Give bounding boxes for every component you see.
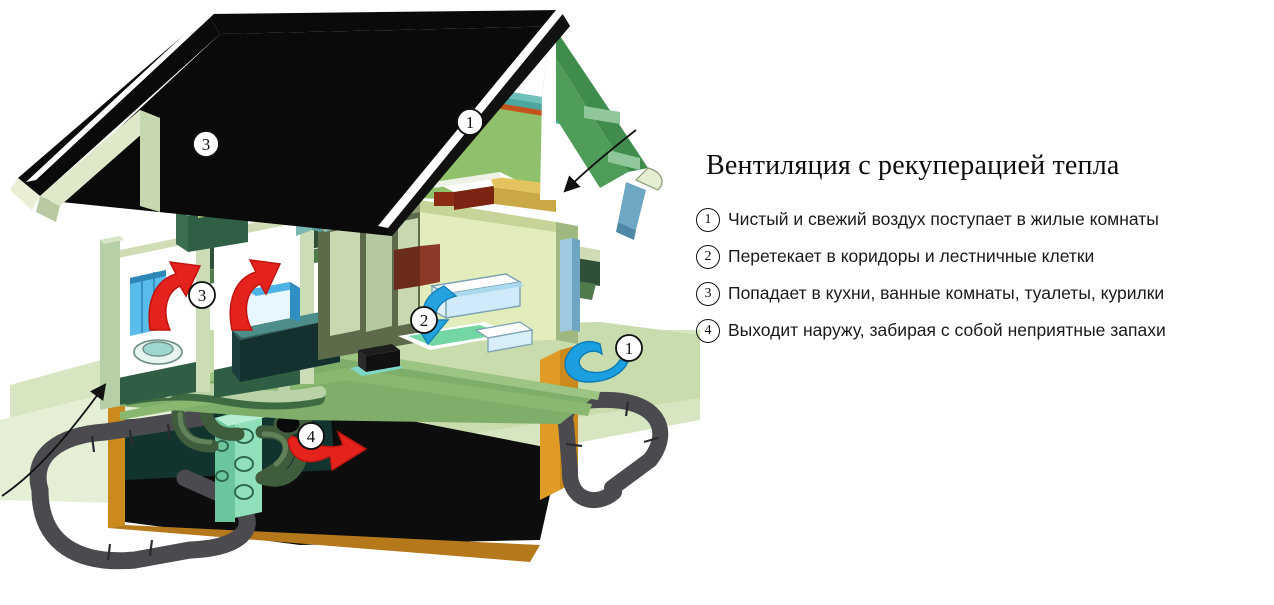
left-exterior-wall (100, 236, 124, 410)
list-item: 3 Попадает в кухни, ванные комнаты, туал… (690, 282, 1274, 306)
legend-panel: Вентиляция с рекуперацией тепла 1 Чистый… (690, 150, 1274, 410)
list-item: 2 Перетекает в коридоры и лестничные кле… (690, 245, 1274, 269)
list-item: 1 Чистый и свежий воздух поступает в жил… (690, 208, 1274, 232)
legend-number-badge-2: 2 (696, 245, 720, 269)
corridor-area (318, 200, 420, 360)
svg-text:1: 1 (625, 339, 634, 358)
svg-text:3: 3 (198, 286, 207, 305)
second-bathroom-room (214, 220, 340, 398)
leader-line-intake (1, 383, 107, 497)
supply-arrow-blue-living-1 (564, 340, 630, 383)
attic-bed (434, 172, 556, 212)
callout-badge-3-attic: 3 (192, 130, 220, 158)
legend-text-1: Чистый и свежий воздух поступает в жилые… (728, 209, 1159, 229)
extract-arrow-red-bath-b (229, 259, 282, 331)
svg-text:3: 3 (202, 135, 211, 154)
svg-text:4: 4 (307, 427, 316, 446)
gable-wall (540, 22, 663, 200)
legend-text-2: Перетекает в коридоры и лестничные клетк… (728, 246, 1095, 266)
callout-badge-4-hrv: 4 (297, 422, 325, 450)
svg-text:2: 2 (420, 311, 429, 330)
legend-number-badge-3: 3 (696, 282, 720, 306)
legend-text-3: Попадает в кухни, ванные комнаты, туалет… (728, 283, 1165, 303)
basement-pipework-highlight (177, 411, 289, 467)
callout-badge-2-corridor: 2 (410, 306, 438, 334)
legend-text-4: Выходит наружу, забирая с собой неприятн… (728, 320, 1166, 340)
callout-badge-1-living: 1 (615, 334, 643, 362)
callout-badge-3-bath: 3 (188, 281, 216, 309)
legend-number-badge-1: 1 (696, 208, 720, 232)
callout-badge-1-attic: 1 (456, 108, 484, 136)
list-item: 4 Выходит наружу, забирая с собой неприя… (690, 319, 1274, 343)
legend-list: 1 Чистый и свежий воздух поступает в жил… (690, 208, 1274, 343)
house-ventilation-illustration: 3 1 3 2 1 4 (0, 10, 700, 570)
page-title: Вентиляция с рекуперацией тепла (706, 150, 1120, 181)
roof-soffit (36, 110, 160, 222)
svg-text:1: 1 (466, 113, 475, 132)
extract-arrow-red-bath-a (148, 261, 202, 331)
kitchen-unit (394, 244, 440, 290)
leader-line-bedroom (563, 129, 637, 193)
legend-number-badge-4: 4 (696, 319, 720, 343)
gable-eave-duct (616, 182, 646, 240)
